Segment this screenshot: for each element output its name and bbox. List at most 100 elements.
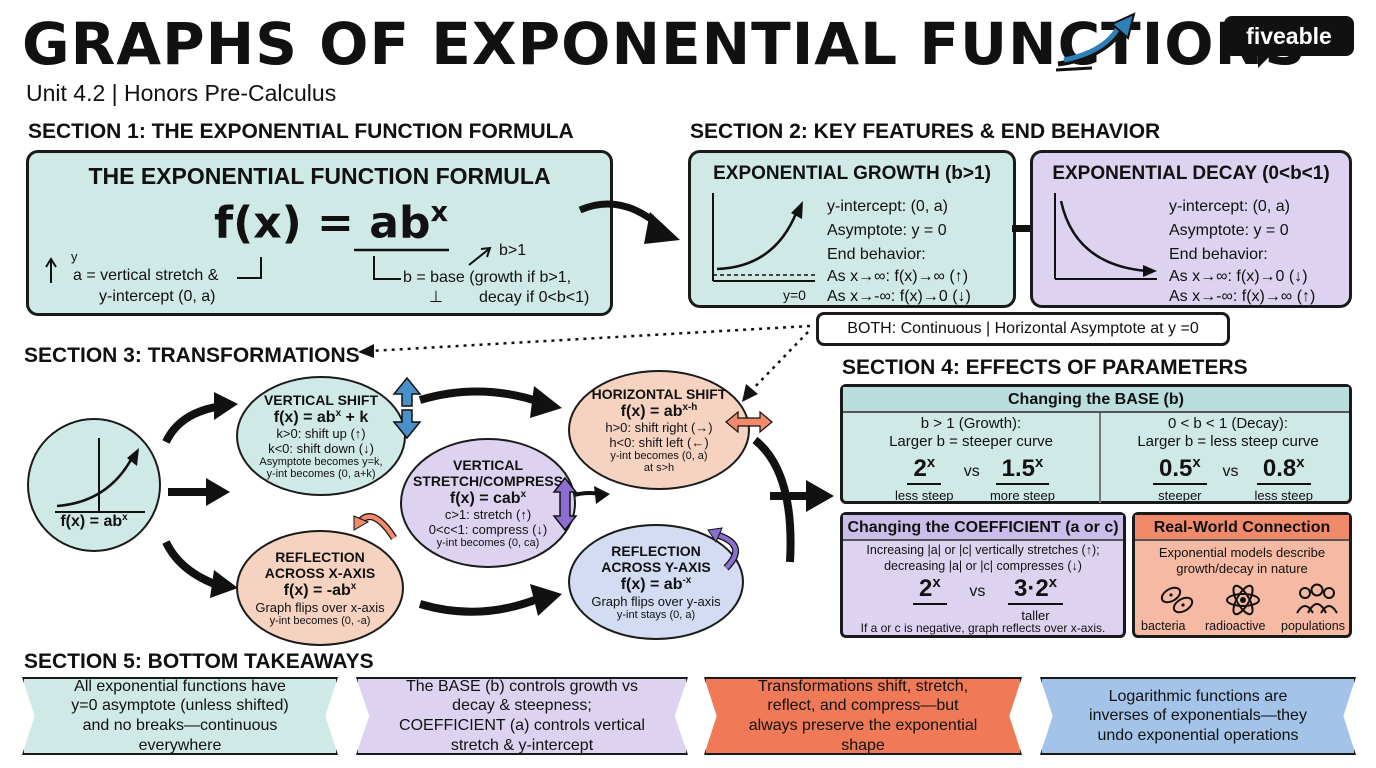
- coefficient-line1: Increasing |a| or |c| vertically stretch…: [866, 543, 1100, 557]
- horizontal-shift-right: h>0: shift right (→): [605, 420, 713, 436]
- decay-title: EXPONENTIAL DECAY (0<b<1): [1052, 163, 1330, 184]
- reflect-y-line2: y-int stays (0, a): [616, 608, 696, 621]
- growth-graph: [712, 193, 815, 282]
- decay-box: EXPONENTIAL DECAY (0<b<1) y-intercept: (…: [1030, 150, 1352, 308]
- base-effects-box: Changing the BASE (b) b > 1 (Growth): La…: [840, 384, 1352, 504]
- growth-end-neg: As x→-∞: f(x)→0 (↓): [827, 288, 971, 305]
- real-world-line1: Exponential models describe: [1158, 545, 1326, 560]
- b-condition-label: b>1: [499, 242, 527, 259]
- b-description-line1: b = base (growth if b>1,: [403, 269, 572, 286]
- horizontal-shift-intercept: y-int becomes (0, a): [610, 450, 708, 463]
- flip-x-arrow-icon: [353, 513, 397, 540]
- stretch-arrow-icon: [552, 476, 578, 532]
- real-world-header: Real-World Connection: [1135, 515, 1349, 541]
- section3-heading: SECTION 3: TRANSFORMATIONS: [24, 344, 360, 367]
- decay-features: y-intercept: (0, a) Asymptote: y = 0 End…: [1169, 195, 1315, 307]
- section2-heading: SECTION 2: KEY FEATURES & END BEHAVIOR: [690, 120, 1161, 143]
- horizontal-shift-title: HORIZONTAL SHIFT: [591, 385, 727, 402]
- up-down-arrow-icon: [392, 376, 422, 440]
- a-description-line1: a = vertical stretch &: [73, 267, 219, 284]
- decay-graph: [1054, 193, 1157, 280]
- vertical-stretch-oval: VERTICAL STRETCH/COMPRESS f(x) = cabx c>…: [400, 438, 576, 568]
- vertical-shift-down: k<0: shift down (↓): [268, 441, 374, 457]
- coefficient-header: Changing the COEFFICIENT (a or c): [843, 515, 1123, 541]
- takeaway-banner-3: Transformations shift, stretch, reflect,…: [704, 677, 1022, 755]
- vertical-stretch-line2: 0<c<1: compress (↓): [428, 522, 548, 538]
- bacteria-label: bacteria: [1141, 619, 1186, 633]
- vertical-stretch-title1: VERTICAL: [453, 456, 523, 473]
- vertical-shift-oval: VERTICAL SHIFT f(x) = abx + k k>0: shift…: [236, 376, 406, 496]
- vertical-shift-asymptote: Asymptote becomes y=k,: [259, 456, 383, 469]
- reflect-x-title1: REFLECTION: [275, 549, 365, 566]
- growth-asymptote: Asymptote: y = 0: [827, 222, 947, 239]
- growth-title: EXPONENTIAL GROWTH (b>1): [713, 163, 991, 184]
- populations-label: populations: [1281, 619, 1345, 633]
- reflect-x-line1: Graph flips over x-axis: [255, 599, 385, 615]
- a-description-line2: y-intercept (0, a): [99, 288, 216, 305]
- feature-box-link: [1012, 225, 1034, 232]
- vertical-shift-formula: f(x) = abx + k: [273, 407, 369, 426]
- takeaway-banner-1: All exponential functions have y=0 asymp…: [22, 677, 338, 755]
- people-icon: [1296, 583, 1338, 614]
- growth-box: EXPONENTIAL GROWTH (b>1) y=0 y-intercept…: [688, 150, 1016, 308]
- section-connector-arrow: [578, 200, 680, 244]
- y-axis-label: y: [71, 249, 78, 264]
- reflect-x-formula: f(x) = -abx: [283, 581, 357, 599]
- horizontal-shift-oval: HORIZONTAL SHIFT f(x) = abx-h h>0: shift…: [568, 370, 750, 490]
- reflect-x-title2: ACROSS X-AXIS: [264, 565, 376, 582]
- page-subtitle: Unit 4.2 | Honors Pre-Calculus: [26, 80, 337, 106]
- perpendicular-glyph: ⊥: [429, 289, 443, 306]
- vertical-stretch-formula: f(x) = cabx: [449, 488, 527, 507]
- base-effects-header: Changing the BASE (b): [843, 387, 1349, 413]
- real-world-line2: growth/decay in nature: [1176, 561, 1308, 576]
- formula-box: THE EXPONENTIAL FUNCTION FORMULA f(x) = …: [26, 150, 613, 316]
- vertical-stretch-title2: STRETCH/COMPRESS: [412, 472, 564, 489]
- takeaway-banner-4: Logarithmic functions are inverses of ex…: [1040, 677, 1356, 755]
- growth-features: y-intercept: (0, a) Asymptote: y = 0 End…: [827, 195, 971, 307]
- atom-icon: [1226, 584, 1260, 616]
- growth-intercept: y-intercept: (0, a): [827, 198, 948, 215]
- section1-heading: SECTION 1: THE EXPONENTIAL FUNCTION FORM…: [28, 120, 574, 143]
- section4-heading: SECTION 4: EFFECTS OF PARAMETERS: [842, 356, 1248, 379]
- growth-vs: vs: [963, 463, 980, 480]
- vertical-shift-up: k>0: shift up (↑): [276, 426, 366, 442]
- base-function-label: f(x) = abx: [60, 512, 128, 530]
- formula-main: f(x) = abx: [214, 197, 449, 249]
- flip-y-arrow-icon: [707, 527, 740, 571]
- coefficient-line2: decreasing |a| or |c| compresses (↓): [884, 559, 1082, 573]
- growth-end-pos: As x→∞: f(x)→∞ (↑): [827, 268, 969, 285]
- decay-end-label: End behavior:: [1169, 246, 1268, 263]
- decay-vs: vs: [1222, 463, 1239, 480]
- coeff-vs: vs: [969, 583, 986, 600]
- base-function-graph: [55, 438, 145, 513]
- brand-logo: fiveable: [1224, 16, 1354, 68]
- base-function-circle: f(x) = abx: [27, 418, 161, 552]
- reflect-y-title1: REFLECTION: [611, 543, 701, 560]
- coeff-compare-left: 2x: [913, 575, 947, 605]
- reflect-y-formula: f(x) = ab-x: [620, 575, 692, 593]
- left-right-arrow-icon: [725, 410, 773, 434]
- formula-box-title: THE EXPONENTIAL FUNCTION FORMULA: [88, 163, 551, 189]
- decay-end-pos: As x→∞: f(x)→0 (↓): [1169, 268, 1308, 285]
- decay-base-sub: Larger b = less steep curve: [1137, 433, 1319, 450]
- takeaway-banner-2: The BASE (b) controls growth vs decay & …: [356, 677, 688, 755]
- trend-arrow-icon: [1055, 12, 1136, 72]
- decay-base-title: 0 < b < 1 (Decay):: [1167, 415, 1289, 432]
- horizontal-shift-left: h<0: shift left (←): [609, 435, 709, 451]
- decay-intercept: y-intercept: (0, a): [1169, 198, 1290, 215]
- bacteria-icon: [1160, 586, 1194, 614]
- dotted-connector-arrows: [358, 324, 811, 402]
- decay-end-neg: As x→-∞: f(x)→∞ (↑): [1169, 288, 1316, 305]
- growth-end-label: End behavior:: [827, 246, 926, 263]
- both-summary: BOTH: Continuous | Horizontal Asymptote …: [816, 312, 1230, 346]
- coefficient-note: If a or c is negative, graph reflects ov…: [860, 621, 1106, 635]
- formula-annotation-lines: [45, 246, 492, 283]
- growth-base-sub: Larger b = steeper curve: [889, 433, 1053, 450]
